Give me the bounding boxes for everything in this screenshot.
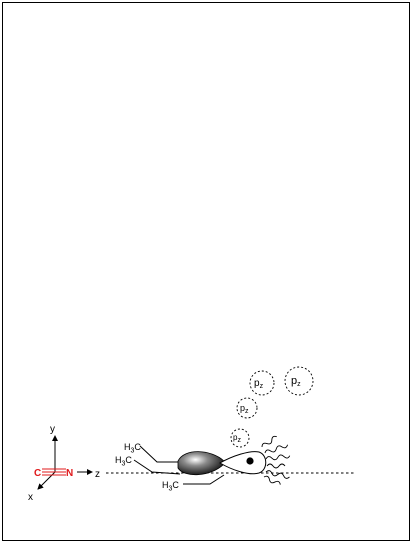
unpaired-electron-dot — [246, 457, 254, 465]
x-axis-label: x — [28, 492, 33, 503]
diagram-frame — [2, 2, 410, 541]
shaded-orbital-lobe — [177, 451, 225, 476]
z-axis-label: z — [95, 469, 100, 480]
pz-orbitals: pz pz pz pz — [230, 366, 314, 448]
methyl-bond-1 — [139, 445, 180, 463]
wavy-line-3 — [265, 454, 291, 461]
open-orbital-lobe — [219, 451, 267, 475]
methyl-label-2: H3C — [115, 455, 132, 468]
methyl-label-1: H3C — [124, 442, 141, 455]
pz-label-4: pz — [291, 375, 301, 388]
nitrile-group: C N — [34, 468, 73, 479]
methyl-groups: H3C H3C H3C — [115, 442, 225, 493]
wavy-line-5 — [265, 470, 290, 479]
methyl-bond-2 — [133, 459, 181, 475]
pz-label-1: pz — [233, 433, 241, 444]
pz-orbital-1 — [230, 428, 250, 448]
wavy-interaction-lines — [261, 435, 291, 485]
pz-orbital-3 — [249, 370, 275, 396]
methyl-bond-3 — [183, 474, 225, 485]
methyl-label-3: H3C — [162, 480, 179, 493]
wavy-line-2 — [264, 444, 288, 454]
wavy-line-4 — [266, 463, 286, 469]
nitrile-n-label: N — [66, 468, 73, 479]
pz-orbital-2 — [236, 397, 258, 419]
pz-orbital-4 — [284, 366, 314, 396]
nitrile-c-label: C — [34, 468, 41, 479]
wavy-line-6 — [263, 475, 281, 485]
wavy-line-1 — [261, 435, 277, 448]
y-axis-label: y — [50, 424, 55, 435]
pz-label-2: pz — [240, 403, 249, 415]
coordinate-axes: y x z — [28, 424, 100, 503]
pz-label-3: pz — [254, 378, 264, 390]
